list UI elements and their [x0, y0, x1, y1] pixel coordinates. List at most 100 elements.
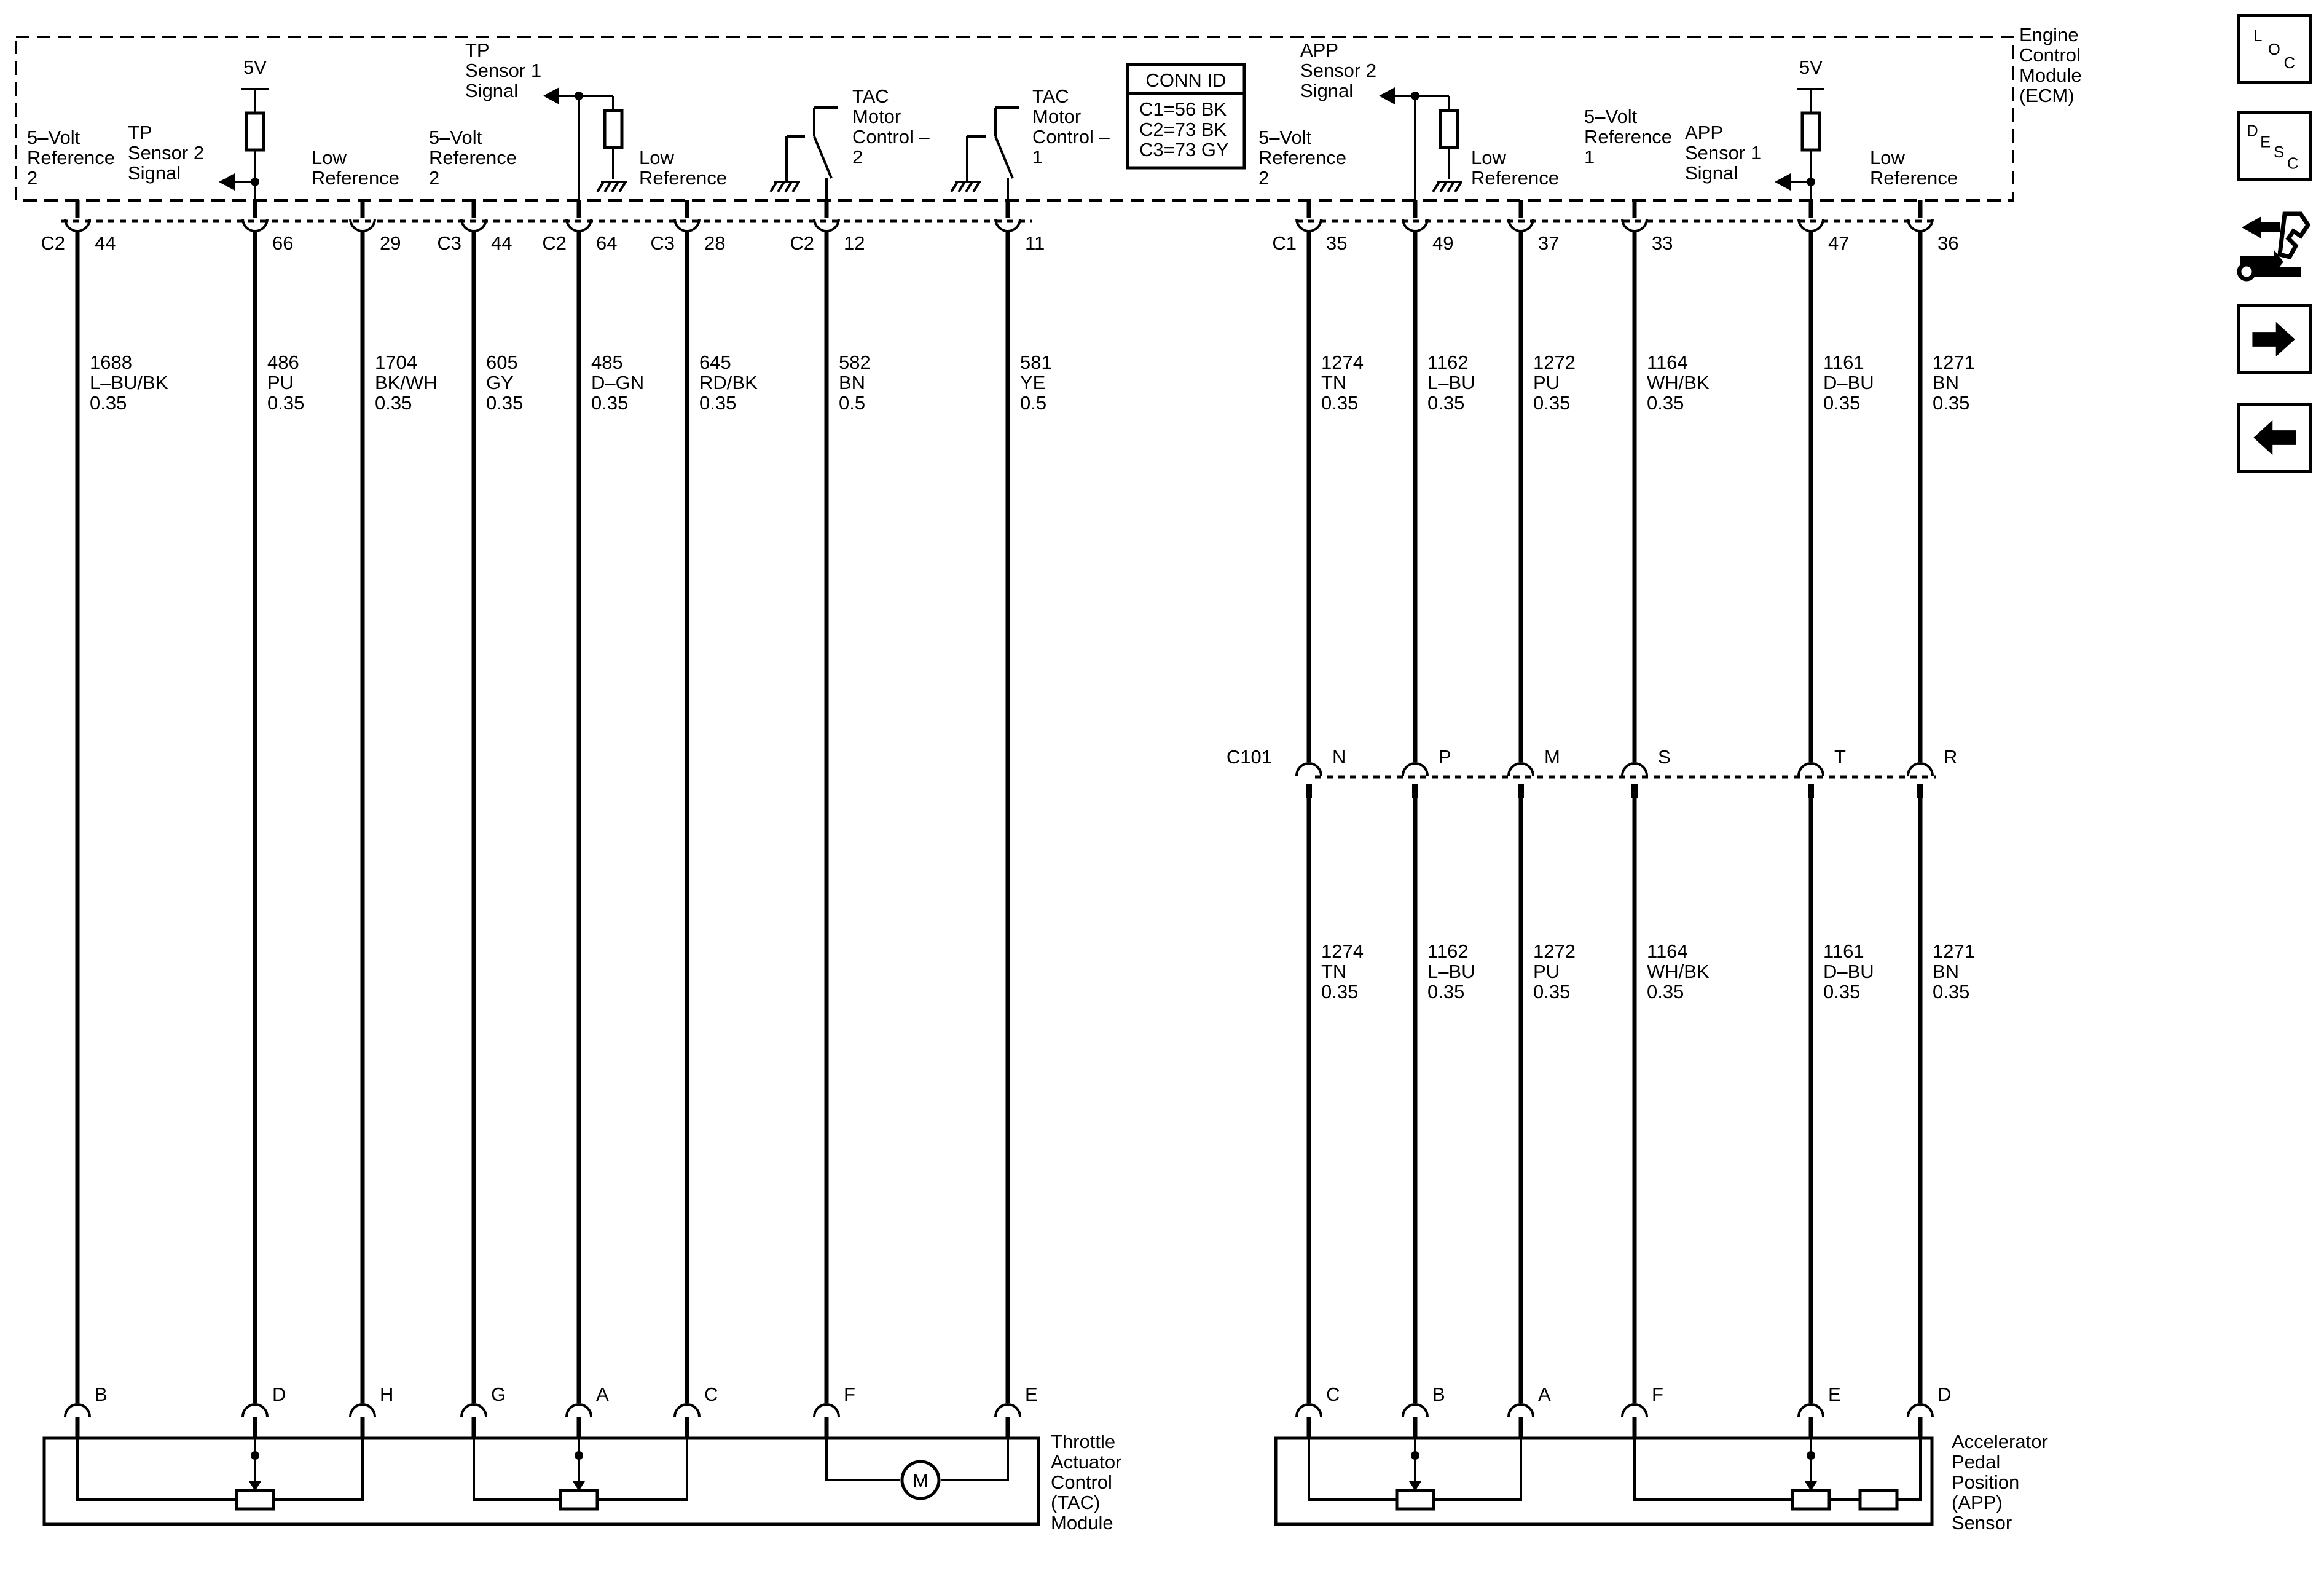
signal-arrow-app1: [1775, 173, 1791, 191]
wire-label: 0.35: [90, 392, 127, 414]
tac-module-name-line-0: Throttle: [1051, 1431, 1115, 1452]
func-low-ref-b-line-0: Low: [639, 147, 674, 168]
wire-label: PU: [267, 372, 294, 393]
previous-button[interactable]: [2237, 403, 2312, 473]
ecm-name-line-2: Module: [2019, 65, 2082, 86]
arrow-right-icon: [2252, 321, 2295, 357]
pulldown-resistor-app2: [1439, 109, 1459, 149]
module-connector-cavity: [460, 1403, 487, 1417]
wire-label-upper: TN: [1321, 372, 1346, 393]
wire-label: 582: [839, 352, 871, 373]
module-connector-cavity: [1402, 1403, 1429, 1417]
c101-cavity: [1295, 762, 1322, 776]
junction-dot: [575, 1451, 583, 1460]
next-button[interactable]: [2237, 304, 2312, 374]
connector-end-view-button[interactable]: [2237, 203, 2312, 283]
func-tp-sensor2-signal-line-2: Signal: [128, 162, 181, 184]
module-connector-cavity: [673, 1403, 701, 1417]
wire-label-lower: 1271: [1933, 940, 1975, 962]
tac-module-name-line-2: Control: [1051, 1471, 1112, 1493]
c101-pin: [1808, 784, 1814, 798]
wire-label: D–GN: [591, 372, 644, 393]
desc-letter-e: E: [2260, 134, 2271, 151]
ecm-pin-number: 28: [704, 232, 725, 254]
c101-pin-letter: P: [1439, 746, 1451, 768]
tac-module-box: [42, 1436, 1040, 1526]
module-connector-cavity: [1907, 1403, 1934, 1417]
ecm-connector-id: C3: [650, 232, 675, 254]
module-connector-cavity: [813, 1403, 840, 1417]
ecm-connector-id: C1: [1272, 232, 1297, 254]
module-connector-cavity: [64, 1403, 91, 1417]
conn-id-row: C3=73 GY: [1139, 139, 1229, 160]
ground-symbol: [596, 181, 627, 193]
wire-label-lower: PU: [1533, 961, 1560, 982]
ecm-connector-id: C2: [790, 232, 814, 254]
func-tac-motor-2-line-0: TAC: [852, 85, 889, 107]
junction-dot: [1807, 1451, 1815, 1460]
ecm-connector-cavity: [349, 218, 376, 232]
wire-label: 486: [267, 352, 299, 373]
func-tp-sensor1-signal-line-0: TP: [465, 39, 490, 61]
wire-label: RD/BK: [699, 372, 758, 393]
module-pin-letter: B: [95, 1384, 108, 1405]
ecm-pin-number: 37: [1538, 232, 1559, 254]
func-low-ref-c-line-1: Reference: [1471, 167, 1559, 189]
module-connector-cavity: [1295, 1403, 1322, 1417]
wire-label-lower: BN: [1933, 961, 1959, 982]
func-tac-motor-2-line-2: Control –: [852, 126, 930, 148]
c101-pin: [1631, 784, 1638, 798]
ecm-connector-cavity: [994, 218, 1021, 232]
c101-pin-letter: R: [1944, 746, 1957, 768]
ecm-connector-cavity: [565, 218, 592, 232]
loc-letter-l: L: [2253, 28, 2262, 45]
tp1-pot-element: [559, 1489, 599, 1511]
wire-label-upper: 1274: [1321, 352, 1364, 373]
func-5v-ref-2c-line-1: Reference: [1258, 147, 1346, 168]
wire-label: 0.35: [267, 392, 304, 414]
ecm-pin-number: 44: [491, 232, 512, 254]
ground-symbol: [950, 181, 981, 193]
wire-label-upper: BN: [1933, 372, 1959, 393]
module-pin-letter: A: [1538, 1384, 1551, 1405]
module-connector-cavity: [1797, 1403, 1824, 1417]
wire-label-lower: 1272: [1533, 940, 1576, 962]
func-5v-ref-2c-line-2: 2: [1258, 167, 1269, 189]
module-pin-letter: C: [1326, 1384, 1340, 1405]
ecm-pin-number: 64: [596, 232, 617, 254]
wiper-arrow: [1805, 1481, 1817, 1491]
wire-label: 605: [486, 352, 518, 373]
wiper-arrow: [1409, 1481, 1421, 1491]
c101-cavity: [1507, 762, 1534, 776]
func-5v-ref-2c-line-0: 5–Volt: [1258, 127, 1312, 148]
five-volt-supply-right: [1797, 88, 1824, 114]
func-low-ref-a-line-1: Reference: [312, 167, 399, 189]
signal-arrow-tp2: [219, 173, 235, 191]
app-sensor-box: [1274, 1436, 1934, 1526]
module-connector-cavity: [1621, 1403, 1648, 1417]
loc-button[interactable]: L O C: [2237, 14, 2312, 84]
c101-pin: [1518, 784, 1524, 798]
desc-letter-s: S: [2274, 144, 2284, 161]
loc-letter-o: O: [2268, 41, 2280, 58]
func-tac-motor-1-line-2: Control –: [1032, 126, 1110, 148]
wire-label-lower: WH/BK: [1647, 961, 1710, 982]
ecm-pin-number: 47: [1828, 232, 1849, 254]
motor-icon: [900, 1460, 941, 1500]
c101-pin-letter: N: [1332, 746, 1346, 768]
module-connector-cavity: [241, 1403, 269, 1417]
wire-label-upper: 1164: [1647, 352, 1688, 373]
func-5v-ref-2b-line-2: 2: [429, 167, 439, 189]
tp2-pot-element: [235, 1489, 275, 1511]
wire-label-upper: 0.35: [1647, 392, 1684, 414]
module-connector-cavity: [994, 1403, 1021, 1417]
ecm-pin-number: 66: [272, 232, 293, 254]
wire-label-lower: 0.35: [1321, 981, 1358, 1002]
desc-button[interactable]: D E S C: [2237, 111, 2312, 181]
module-pin-letter: D: [272, 1384, 286, 1405]
ecm-pin-number: 11: [1025, 232, 1045, 254]
wire-label: 0.5: [1020, 392, 1046, 414]
func-low-ref-a-line-0: Low: [312, 147, 347, 168]
app-sensor-name-line-4: Sensor: [1952, 1512, 2012, 1534]
connector-wrench-icon: [2237, 211, 2311, 282]
